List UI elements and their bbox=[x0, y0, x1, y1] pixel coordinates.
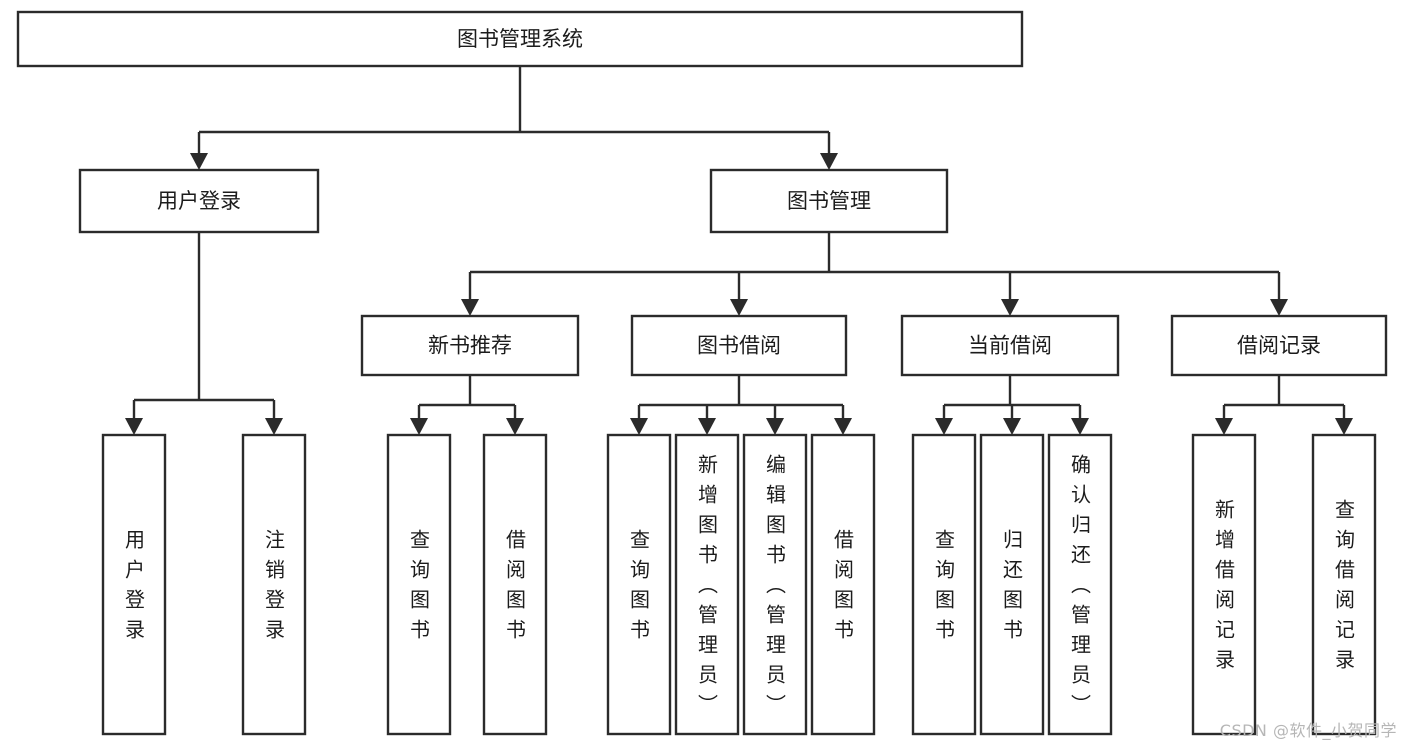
arrow-head-icon bbox=[1335, 418, 1353, 435]
node-leaf-add-record[interactable]: 新增借阅记录 bbox=[1191, 433, 1257, 736]
node-box bbox=[241, 433, 307, 736]
node-layer: 图书管理系统用户登录图书管理新书推荐图书借阅当前借阅借阅记录用户登录注销登录查询… bbox=[16, 10, 1388, 736]
arrow-head-icon bbox=[630, 418, 648, 435]
node-leaf-query-book-1[interactable]: 查询图书 bbox=[386, 433, 452, 736]
node-box bbox=[630, 314, 848, 377]
arrow-head-icon bbox=[1215, 418, 1233, 435]
node-leaf-query-record[interactable]: 查询借阅记录 bbox=[1311, 433, 1377, 736]
arrow-head-icon bbox=[698, 418, 716, 435]
node-label: 归还图书 bbox=[1003, 528, 1023, 642]
node-leaf-confirm-return[interactable]: 确认归还︵管理员︶ bbox=[1047, 433, 1113, 736]
arrow-head-icon bbox=[125, 418, 143, 435]
node-leaf-borrow-book-2[interactable]: 借阅图书 bbox=[810, 433, 876, 736]
node-box bbox=[911, 433, 977, 736]
node-leaf-add-book[interactable]: 新增图书︵管理员︶ bbox=[674, 433, 740, 736]
node-label: 用户登录 bbox=[157, 189, 241, 213]
arrow-head-icon bbox=[834, 418, 852, 435]
node-label: 查询借阅记录 bbox=[1335, 498, 1355, 672]
node-label: 确认归还︵管理员︶ bbox=[1071, 453, 1091, 717]
node-box bbox=[101, 433, 167, 736]
node-box bbox=[674, 433, 740, 736]
node-label: 图书管理 bbox=[787, 189, 871, 213]
node-new-book-recommend[interactable]: 新书推荐 bbox=[360, 314, 580, 377]
node-label: 借阅记录 bbox=[1237, 334, 1321, 358]
node-box bbox=[1047, 433, 1113, 736]
node-box bbox=[16, 10, 1024, 68]
arrow-head-icon bbox=[1003, 418, 1021, 435]
node-box bbox=[1311, 433, 1377, 736]
node-box bbox=[810, 433, 876, 736]
node-borrow-record[interactable]: 借阅记录 bbox=[1170, 314, 1388, 377]
node-leaf-return-book[interactable]: 归还图书 bbox=[979, 433, 1045, 736]
node-leaf-query-book-2[interactable]: 查询图书 bbox=[606, 433, 672, 736]
node-box bbox=[742, 433, 808, 736]
arrow-head-icon bbox=[506, 418, 524, 435]
arrow-head-icon bbox=[730, 299, 748, 316]
node-book-borrow[interactable]: 图书借阅 bbox=[630, 314, 848, 377]
node-label: 查询图书 bbox=[935, 528, 955, 642]
arrow-head-icon bbox=[265, 418, 283, 435]
node-label: 新增图书︵管理员︶ bbox=[698, 453, 718, 717]
node-book-management[interactable]: 图书管理 bbox=[709, 168, 949, 234]
node-label: 借阅图书 bbox=[506, 528, 526, 642]
arrow-head-icon bbox=[766, 418, 784, 435]
node-label: 图书借阅 bbox=[697, 334, 781, 358]
node-label: 查询图书 bbox=[410, 528, 430, 642]
node-label: 查询图书 bbox=[630, 528, 650, 642]
arrow-head-icon bbox=[1001, 299, 1019, 316]
node-box bbox=[979, 433, 1045, 736]
node-label: 借阅图书 bbox=[834, 528, 854, 642]
node-label: 图书管理系统 bbox=[457, 27, 583, 51]
arrow-head-icon bbox=[190, 153, 208, 170]
node-leaf-user-login[interactable]: 用户登录 bbox=[101, 433, 167, 736]
arrow-head-icon bbox=[1270, 299, 1288, 316]
arrow-head-icon bbox=[820, 153, 838, 170]
node-box bbox=[78, 168, 320, 234]
arrow-head-icon bbox=[935, 418, 953, 435]
node-box bbox=[1170, 314, 1388, 377]
node-user-login[interactable]: 用户登录 bbox=[78, 168, 320, 234]
node-label: 编辑图书︵管理员︶ bbox=[766, 453, 786, 717]
node-leaf-logout[interactable]: 注销登录 bbox=[241, 433, 307, 736]
arrow-head-icon bbox=[461, 299, 479, 316]
node-current-borrow[interactable]: 当前借阅 bbox=[900, 314, 1120, 377]
connector-layer bbox=[125, 66, 1353, 435]
csdn-watermark: CSDN @软件_小贺同学 bbox=[1219, 721, 1397, 740]
node-box bbox=[900, 314, 1120, 377]
node-box bbox=[386, 433, 452, 736]
node-leaf-edit-book[interactable]: 编辑图书︵管理员︶ bbox=[742, 433, 808, 736]
node-box bbox=[709, 168, 949, 234]
node-label: 用户登录 bbox=[125, 528, 145, 642]
node-label: 新书推荐 bbox=[428, 334, 512, 358]
node-leaf-query-book-3[interactable]: 查询图书 bbox=[911, 433, 977, 736]
node-box bbox=[1191, 433, 1257, 736]
node-root[interactable]: 图书管理系统 bbox=[16, 10, 1024, 68]
node-leaf-borrow-book-1[interactable]: 借阅图书 bbox=[482, 433, 548, 736]
node-label: 新增借阅记录 bbox=[1215, 498, 1235, 672]
node-box bbox=[360, 314, 580, 377]
node-box bbox=[606, 433, 672, 736]
arrow-head-icon bbox=[410, 418, 428, 435]
node-box bbox=[482, 433, 548, 736]
arrow-head-icon bbox=[1071, 418, 1089, 435]
node-label: 当前借阅 bbox=[968, 334, 1052, 358]
node-label: 注销登录 bbox=[265, 528, 285, 642]
